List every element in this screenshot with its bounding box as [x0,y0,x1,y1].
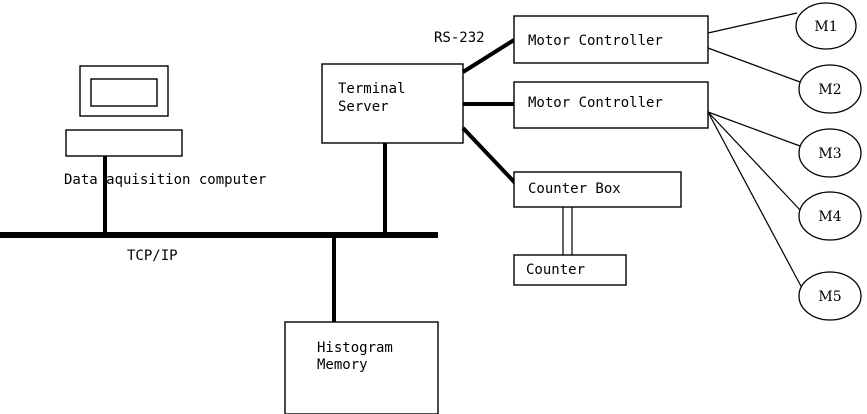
motor-controller-2-label: Motor Controller [528,95,663,111]
histogram-memory-label-line1: Histogram [317,340,393,356]
motor-node-m2[interactable]: M2 [798,64,862,114]
link-motor-controller-1-to-m1 [707,12,798,34]
link-motor-controller-2-to-m4 [707,111,802,212]
motor-node-m1[interactable]: M1 [795,2,857,50]
m4-ellipse [798,191,862,241]
rs-232-label: RS-232 [434,30,485,46]
link-terminal-server-to-counter-box [461,126,520,188]
histogram-memory-label-line2: Memory [317,357,368,373]
link-motor-controller-1-to-m2 [707,47,801,83]
motor-controller-1-box[interactable] [513,15,709,64]
terminal-server-label-line2: Server [338,99,389,115]
m5-ellipse [798,271,862,321]
motor-controller-1-label: Motor Controller [528,33,663,49]
computer-base-unit[interactable] [65,129,183,157]
terminal-server-label-line1: Terminal [338,81,405,97]
histogram-memory-box[interactable] [284,321,439,414]
motor-node-m4[interactable]: M4 [798,191,862,241]
link-motor-controller-2-to-m3 [707,111,801,147]
m2-label: M2 [818,82,841,98]
motor-node-m3[interactable]: M3 [798,128,862,178]
counter-box[interactable] [513,171,682,208]
counter-node-box[interactable] [513,254,627,286]
m4-label: M4 [818,209,841,225]
m1-ellipse [795,2,857,50]
link-motor-controller-2-to-m5 [707,111,804,291]
link-terminal-server-to-motor-controller-1 [461,38,516,74]
tcp-ip-label: TCP/IP [127,248,178,264]
terminal-server-box[interactable] [321,63,464,144]
m3-label: M3 [818,146,841,162]
motor-node-m5[interactable]: M5 [798,271,862,321]
counter-label: Counter [526,262,585,278]
monitor-screen [90,78,158,107]
counter-box-label: Counter Box [528,181,621,197]
m3-ellipse [798,128,862,178]
m1-label: M1 [814,19,837,35]
data-acquisition-computer-label: Data aquisition computer [64,172,266,188]
m5-label: M5 [818,289,841,305]
m2-ellipse [798,64,862,114]
motor-controller-2-box[interactable] [513,81,709,129]
